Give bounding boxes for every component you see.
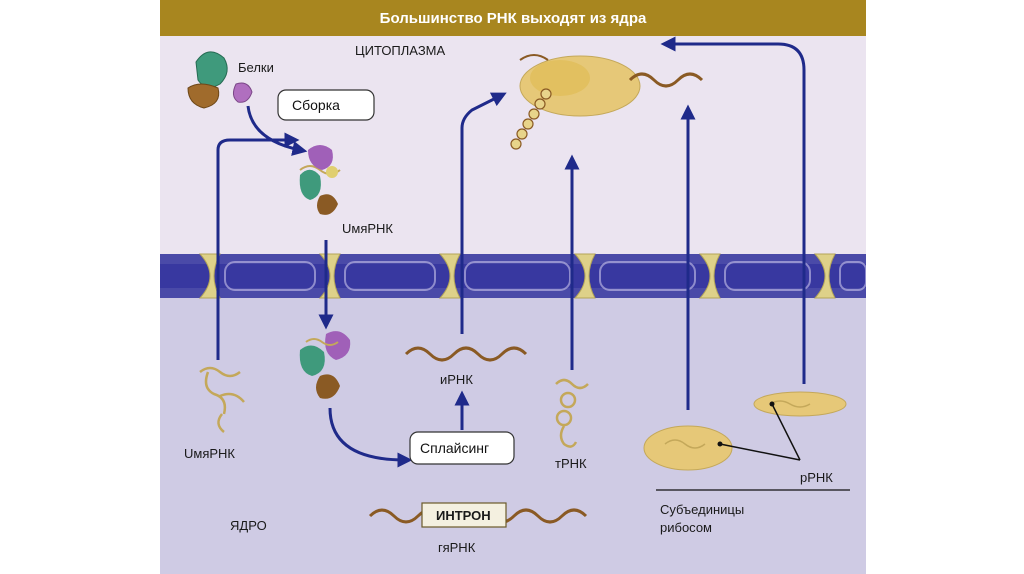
snrnp-lower-icon <box>299 331 351 399</box>
subunits-label-line2: рибосом <box>660 520 712 535</box>
arrow-mrna-export <box>460 92 507 334</box>
diagram-canvas: ЦИТОПЛАЗМА ЯДРО Белки Сборка UмяРНК <box>160 36 866 574</box>
cytoplasm-label: ЦИТОПЛАЗМА <box>355 43 446 58</box>
subunits-label-line1: Субъединицы <box>660 502 744 517</box>
trna-label: тРНК <box>555 456 587 471</box>
nucleus-label: ЯДРО <box>230 518 267 533</box>
nuclear-pores <box>198 253 836 299</box>
pointer-rrna-large <box>719 443 801 461</box>
mrna-label: иРНК <box>440 372 473 387</box>
snrna-lower-icon <box>199 366 245 433</box>
intron-box <box>421 502 507 528</box>
diagram-title: Большинство РНК выходят из ядра <box>160 0 866 36</box>
mrna-icon <box>404 346 528 362</box>
splicing-label: Сплайсинг <box>420 440 489 456</box>
arrow-snrna-export <box>216 132 300 360</box>
intron-label: ИНТРОН <box>436 508 491 523</box>
snrna-upper-label: UмяРНК <box>342 221 393 236</box>
snrna-lower-label: UмяРНК <box>184 446 235 461</box>
proteins-label: Белки <box>238 60 274 75</box>
nucleus-region <box>160 270 866 574</box>
assembly-label: Сборка <box>292 97 340 113</box>
rrna-label: рРНК <box>800 470 833 485</box>
nuclear-membrane <box>160 253 866 299</box>
ribosome-subunits-icon <box>643 391 847 471</box>
arrow-rrna-small-export <box>660 36 806 384</box>
cytoplasm-region <box>160 36 866 270</box>
pre-mrna-icon <box>368 502 588 528</box>
hnrna-label: гяРНК <box>438 540 476 555</box>
snrnp-upper-icon <box>299 145 341 215</box>
splicing-box <box>409 431 515 465</box>
pointer-rrna-small <box>771 403 801 461</box>
proteins-icon <box>187 51 253 109</box>
assembly-box <box>277 89 375 121</box>
arrow-proteins-to-snrnp <box>246 105 308 156</box>
arrow-snrnp-to-splicing <box>328 407 413 468</box>
trna-icon <box>555 378 589 448</box>
ribosome-icon <box>510 54 704 150</box>
diagram-frame: Большинство РНК выходят из ядра <box>160 0 866 574</box>
